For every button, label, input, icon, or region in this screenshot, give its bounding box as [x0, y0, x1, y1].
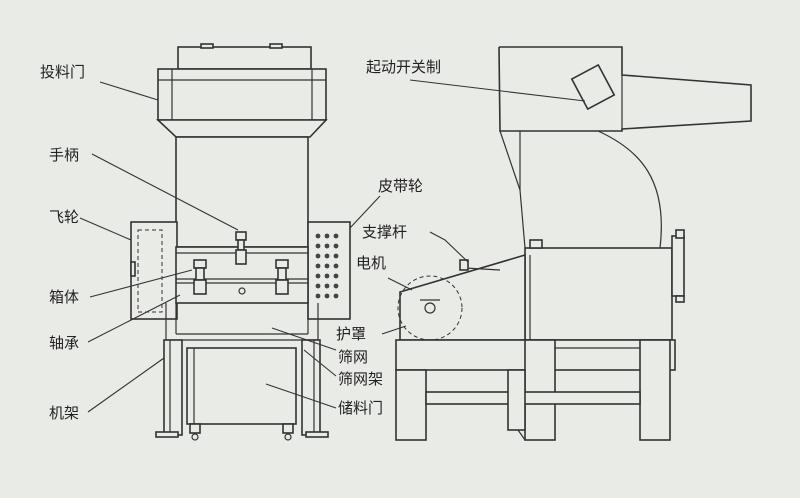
label-box-body: 箱体: [49, 288, 79, 306]
label-storage-door: 储料门: [338, 399, 383, 417]
vent-grille: [315, 233, 339, 299]
crusher-column: [175, 136, 309, 248]
screen-frame: [165, 303, 319, 341]
flywheel-guard: [130, 221, 178, 320]
label-pulley: 皮带轮: [378, 177, 423, 195]
leader-lines: [79, 79, 586, 413]
label-motor: 电机: [356, 254, 386, 272]
front-view: [130, 43, 351, 441]
labels: 投料门 手柄 飞轮 箱体 轴承 机架 皮带轮 支撑杆 电机 护罩 筛网 筛网架 …: [40, 58, 441, 422]
label-feed-door: 投料门: [40, 63, 85, 81]
side-box: [524, 229, 685, 341]
label-screen: 筛网: [338, 348, 368, 366]
machine-frame: [155, 339, 329, 438]
pulley-guard: [307, 221, 351, 320]
side-frame: [395, 339, 676, 441]
handle: [235, 231, 247, 265]
side-view: [395, 46, 752, 441]
label-guard: 护罩: [336, 325, 366, 343]
label-start-switch: 起动开关制: [366, 58, 441, 76]
label-bearing: 轴承: [49, 334, 79, 352]
support-rod: [459, 259, 501, 271]
label-support-rod: 支撑杆: [362, 223, 407, 241]
storage-bin: [186, 347, 297, 441]
label-screen-frame: 筛网架: [338, 370, 383, 388]
side-hopper: [498, 46, 752, 249]
label-handle: 手柄: [49, 146, 79, 164]
feed-hopper: [155, 43, 328, 138]
label-frame: 机架: [49, 404, 79, 422]
label-flywheel: 飞轮: [49, 208, 79, 226]
bearing-bolts: [193, 259, 289, 295]
